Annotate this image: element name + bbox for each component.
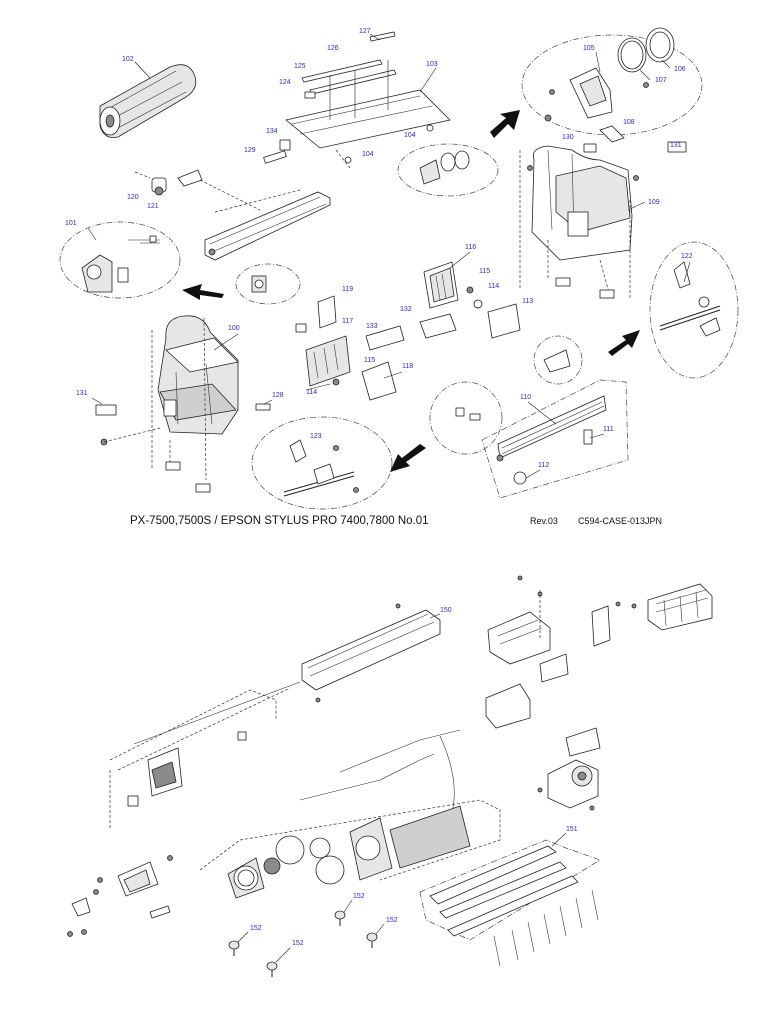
callout-107: 107 (655, 77, 667, 84)
callout-127: 127 (359, 28, 371, 35)
callout-113: 113 (522, 298, 533, 305)
callout-116: 116 (465, 244, 476, 251)
callout-106: 106 (674, 66, 686, 73)
arrow-to-right (608, 330, 640, 356)
callout-126: 126 (327, 45, 339, 52)
callout-130: 130 (562, 134, 574, 141)
callout-152c: 152 (250, 925, 262, 932)
revision-label: Rev.03 (530, 516, 558, 526)
callout-129: 129 (244, 147, 256, 154)
callout-123: 123 (310, 433, 322, 440)
callout-152a: 152 (353, 893, 365, 900)
part-152-knobs (228, 910, 378, 977)
callout-152d: 152 (292, 940, 304, 947)
part-123-detail-ellipse (251, 416, 393, 510)
callout-152b: 152 (386, 917, 398, 924)
part-right-carriage-assemblies (485, 575, 713, 729)
part-left-lower-small-parts (67, 855, 173, 937)
callout-112: 112 (538, 462, 549, 469)
callouts-bottom: 150 151 152 152 152 152 (250, 607, 578, 947)
callout-124: 124 (279, 79, 291, 86)
callout-111: 111 (603, 426, 614, 433)
callout-101: 101 (65, 220, 77, 227)
callout-115a: 115 (479, 268, 490, 275)
callout-115b: 115 (364, 357, 375, 364)
part-110-lower-cover (481, 379, 629, 499)
callout-131a: 131 (670, 142, 682, 149)
callout-109: 109 (648, 199, 660, 206)
part-120-121-left-parts (134, 169, 261, 211)
callout-119: 119 (342, 286, 353, 293)
part-122-detail-ellipse (649, 241, 739, 379)
part-center-small-ellipse (235, 263, 301, 305)
callout-121: 121 (147, 203, 159, 210)
callout-128: 128 (272, 392, 284, 399)
callout-110: 110 (520, 394, 531, 401)
callout-114a: 114 (488, 283, 499, 290)
part-left-rail-assembly (109, 681, 301, 830)
leader-lines-bottom (237, 613, 567, 963)
callout-104b: 104 (362, 151, 374, 158)
part-101-detail-ellipse (59, 221, 181, 299)
callout-120: 120 (127, 194, 139, 201)
part-132-133-sheets (419, 303, 521, 339)
callout-122: 122 (681, 253, 693, 260)
callout-102: 102 (122, 56, 134, 63)
arrow-to-top-right (490, 110, 520, 138)
part-150-top-cover (301, 603, 441, 703)
part-110-small-ellipses (429, 335, 583, 455)
part-rings-ellipse (397, 143, 499, 197)
callout-114b: 114 (306, 389, 317, 396)
part-main-frame-with-rings (199, 799, 501, 899)
part-105-106-107-detail-ellipse (521, 27, 703, 136)
part-102-roll-cover (99, 64, 197, 138)
callout-125: 125 (294, 63, 306, 70)
part-151-paper-guide-assembly (419, 839, 601, 967)
callout-117: 117 (342, 318, 353, 325)
leader-lines-top (87, 33, 691, 479)
part-100-left-housing (95, 315, 271, 493)
part-109-right-housing (519, 125, 687, 300)
part-103-top-frame (263, 31, 451, 169)
callout-100: 100 (228, 325, 240, 332)
part-front-panel (204, 189, 331, 261)
part-119-117-118-bracket (295, 295, 405, 401)
callout-132: 132 (400, 306, 412, 313)
part-code-label: C594-CASE-013JPN (578, 516, 662, 526)
callout-151: 151 (566, 826, 578, 833)
part-center-frame-lines (299, 729, 461, 813)
callout-134: 134 (266, 128, 278, 135)
callout-118: 118 (402, 363, 413, 370)
part-right-motor-unit (537, 727, 601, 811)
callouts-top: 102 127 126 125 124 103 134 129 104 104 … (65, 28, 693, 469)
callout-103: 103 (426, 61, 438, 68)
callout-131b: 131 (76, 390, 88, 397)
callout-105: 105 (583, 45, 595, 52)
callout-108: 108 (623, 119, 635, 126)
sheet-title: PX-7500,7500S / EPSON STYLUS PRO 7400,78… (130, 515, 429, 527)
arrow-to-bottom-left (390, 444, 426, 472)
callout-150: 150 (440, 607, 452, 614)
callout-133: 133 (366, 323, 378, 330)
part-116-board (423, 261, 483, 309)
callout-104a: 104 (404, 132, 416, 139)
arrow-to-left (182, 284, 224, 300)
